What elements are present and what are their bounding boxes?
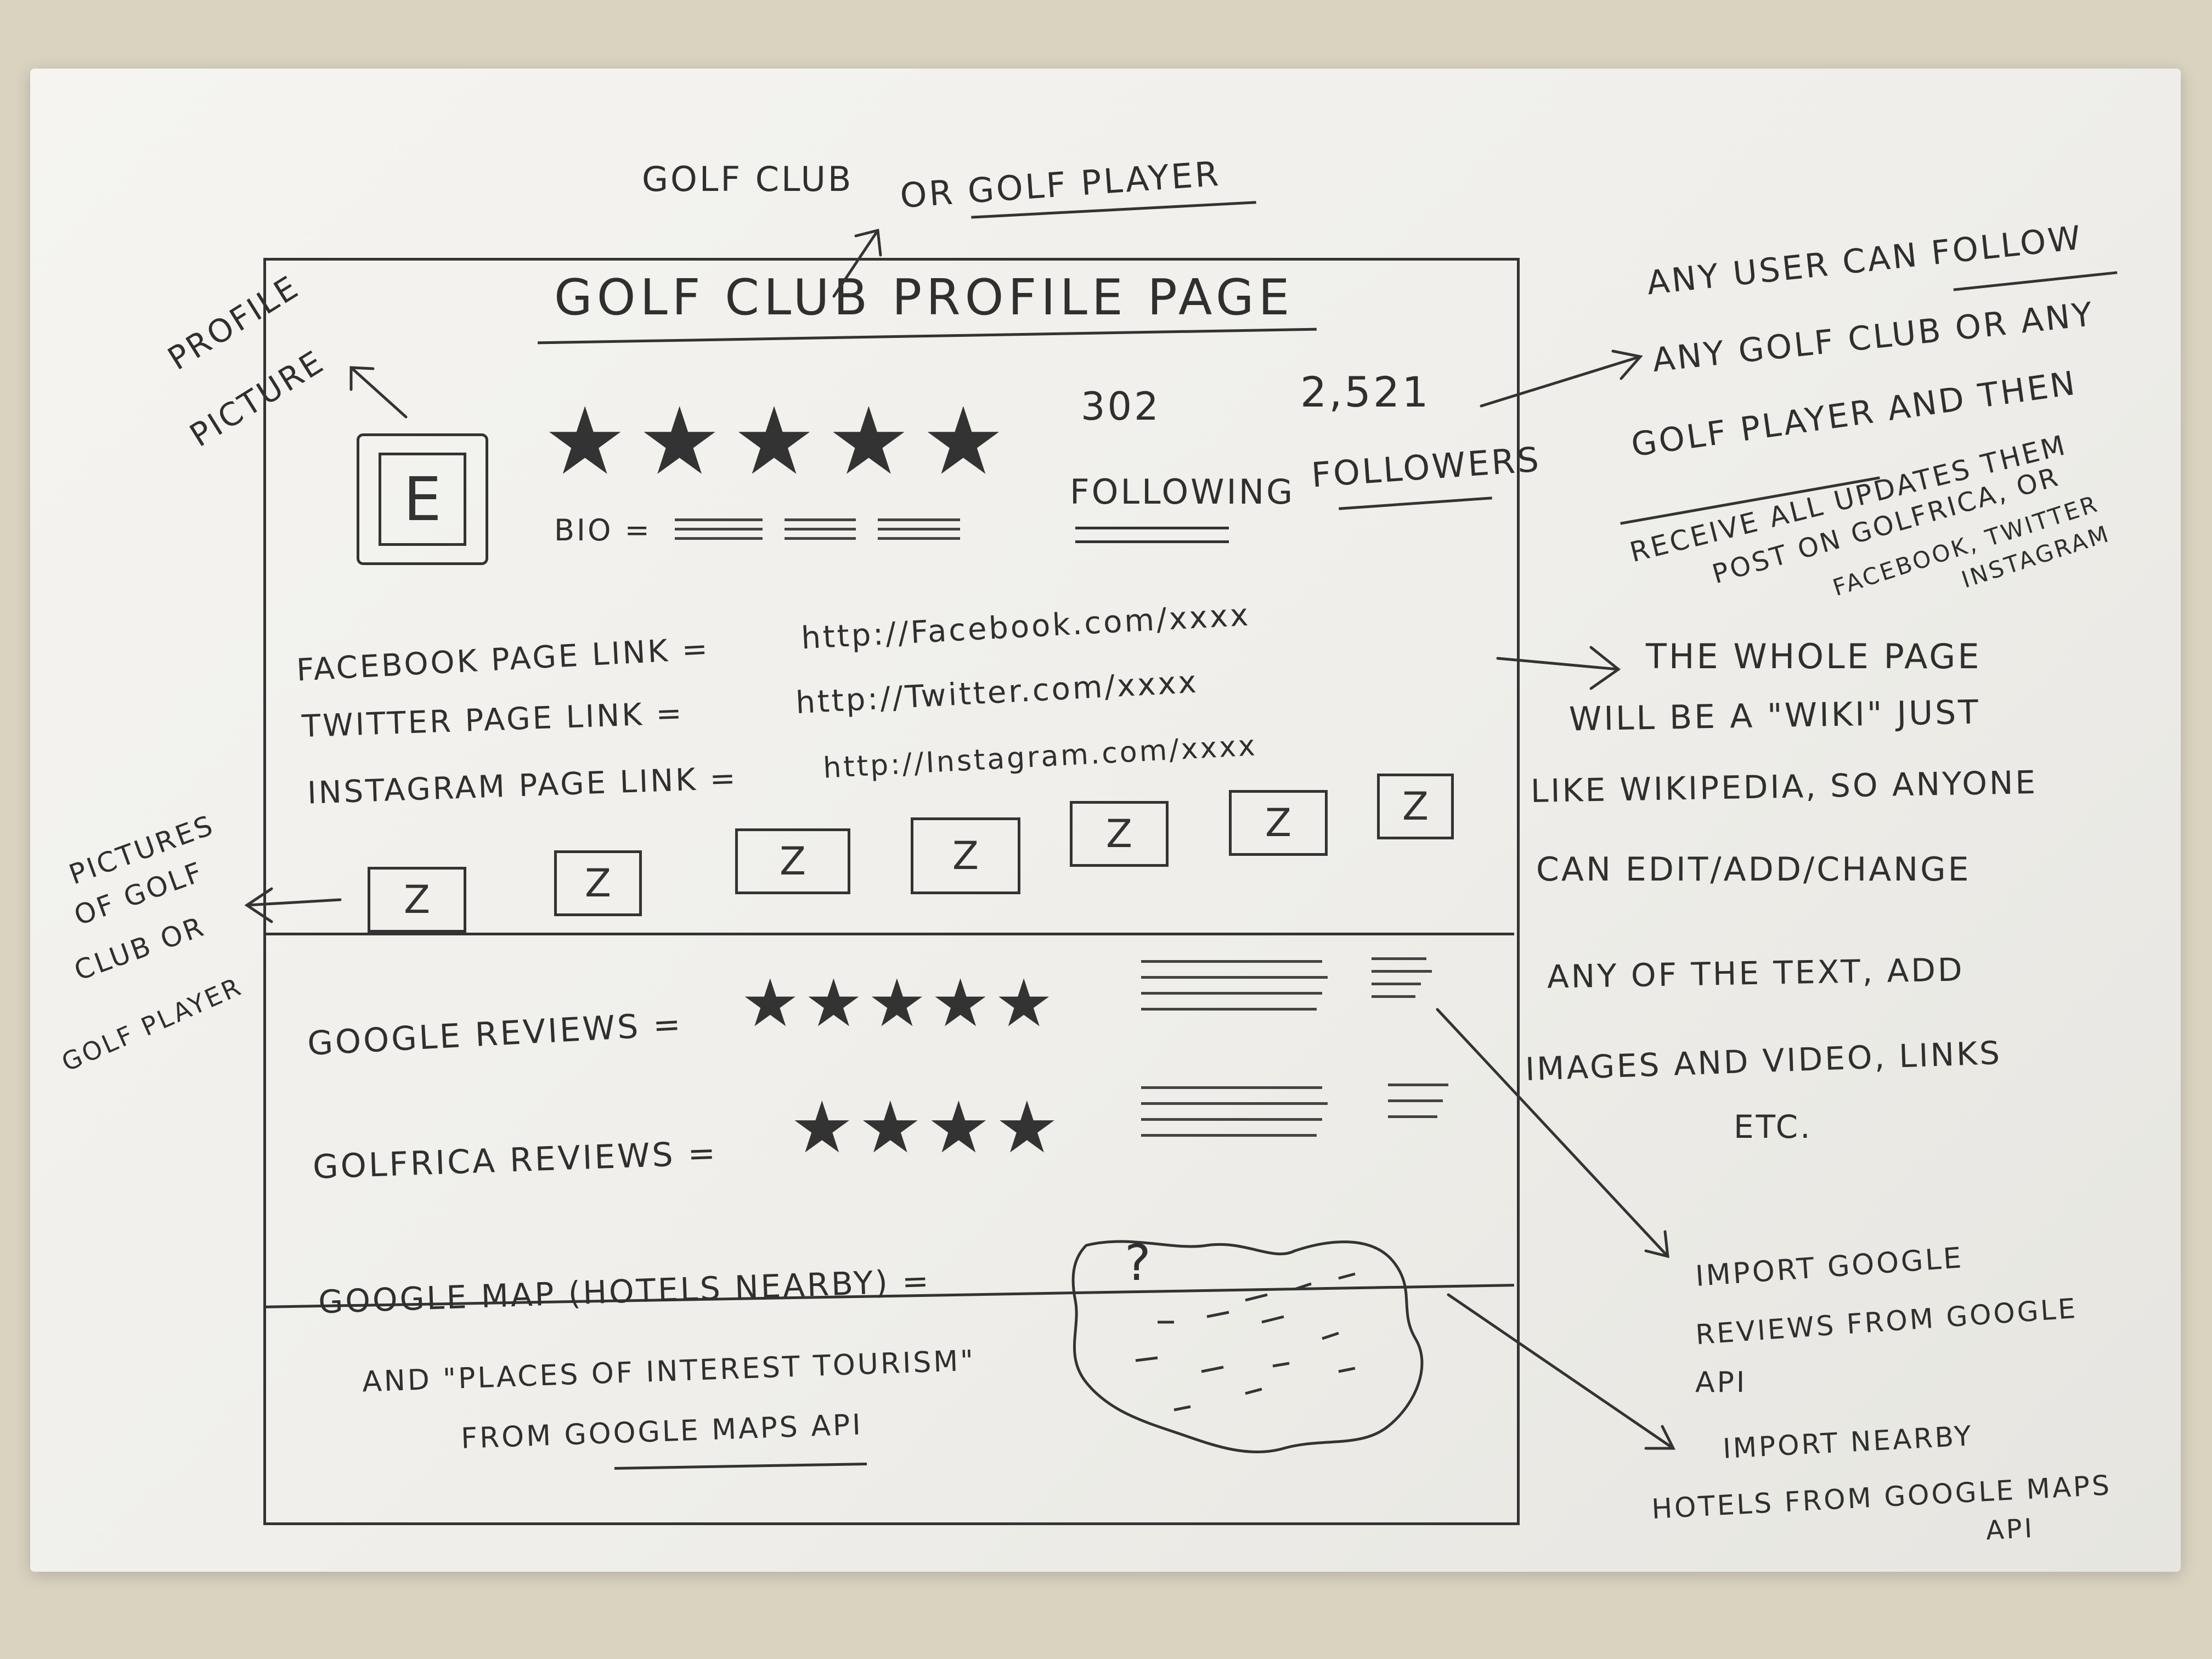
following-underline	[1075, 527, 1229, 529]
following-underline-2	[1075, 540, 1229, 543]
wiki-note-line: CAN EDIT/ADD/CHANGE	[1536, 850, 1971, 889]
photo-thumbnail[interactable]: Z	[1377, 774, 1454, 839]
star-icon: ★	[827, 387, 911, 496]
following-count: 302	[1081, 384, 1161, 429]
wiki-note-line: ANY OF THE TEXT, ADD	[1547, 951, 1965, 996]
photo-thumbnail[interactable]: Z	[911, 817, 1020, 894]
wiki-note-line: THE WHOLE PAGE	[1646, 636, 1982, 676]
golfrica-review-text	[1141, 1086, 1328, 1137]
import-reviews-line: API	[1695, 1366, 1747, 1399]
wiki-note-line: WILL BE A "WIKI" JUST	[1568, 693, 1981, 739]
import-hotels-line: API	[1985, 1513, 2035, 1547]
wiki-note-line: ETC.	[1734, 1108, 1813, 1146]
photo-thumbnail[interactable]: Z	[554, 850, 642, 916]
star-icon: ★	[858, 1086, 923, 1169]
map-pin-icon: ?	[1125, 1234, 1153, 1292]
google-review-text	[1141, 960, 1328, 1011]
following-label[interactable]: FOLLOWING	[1070, 472, 1295, 512]
google-review-text-2	[1372, 957, 1432, 998]
star-icon: ★	[995, 1086, 1059, 1169]
star-icon: ★	[867, 966, 927, 1042]
star-icon: ★	[930, 966, 990, 1042]
bio-text[interactable]	[675, 518, 960, 540]
star-icon: ★	[790, 1086, 854, 1169]
bio-line-group	[785, 518, 856, 540]
profile-picture-icon: E	[379, 453, 466, 546]
star-icon: ★	[741, 966, 800, 1042]
golfrica-review-stars: ★★★★	[790, 1092, 1059, 1163]
google-review-stars: ★★★★★	[741, 971, 1053, 1037]
profile-picture[interactable]: E	[357, 433, 488, 565]
star-icon: ★	[921, 387, 1006, 496]
photo-thumbnail[interactable]: Z	[1070, 801, 1169, 867]
followers-count: 2,521	[1300, 368, 1431, 416]
star-icon: ★	[543, 387, 627, 496]
golfrica-review-text-2	[1388, 1084, 1448, 1118]
google-map[interactable]: ?	[1064, 1229, 1437, 1459]
star-icon: ★	[804, 966, 864, 1042]
paper-sheet	[30, 69, 2181, 1572]
star-icon: ★	[637, 387, 721, 496]
section-divider-1	[263, 933, 1514, 935]
star-icon: ★	[732, 387, 816, 496]
bio-label: BIO =	[554, 513, 652, 548]
annotation-golf-club: GOLF CLUB	[642, 159, 854, 199]
photo-thumbnail[interactable]: Z	[368, 867, 466, 933]
map-outline	[1071, 1240, 1424, 1453]
bio-line-group	[675, 518, 763, 540]
photo-thumbnail[interactable]: Z	[1229, 790, 1328, 856]
rating-stars: ★★★★★	[543, 395, 1005, 488]
star-icon: ★	[994, 966, 1053, 1042]
page-title: GOLF CLUB PROFILE PAGE	[554, 269, 1294, 326]
star-icon: ★	[927, 1086, 991, 1169]
bio-line-group	[878, 518, 960, 540]
photo-thumbnail[interactable]: Z	[735, 828, 850, 894]
